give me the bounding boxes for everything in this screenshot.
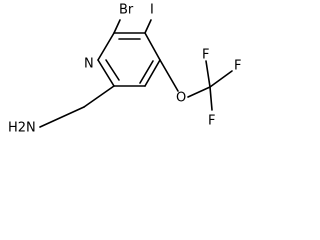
bond-c4-c5 — [144, 59, 161, 87]
atom-label-fluorine-top: F — [202, 48, 209, 63]
atom-label-fluorine-bottom: F — [208, 114, 215, 129]
bond-cf3-f-top — [205, 60, 211, 88]
atom-label-nitrogen-ring: N — [84, 57, 94, 72]
bond-n-c2 — [97, 32, 115, 61]
atom-label-fluorine-right: F — [234, 59, 241, 74]
bond-c6-n — [97, 59, 115, 87]
bond-c3-i — [144, 19, 152, 34]
bond-ch2-n — [39, 106, 85, 128]
bond-c3-c4 — [144, 32, 161, 61]
atom-label-bromine: Br — [119, 3, 134, 18]
bond-c2-br — [113, 19, 121, 34]
bond-c4-c5-inner — [139, 60, 154, 84]
bond-c6-ch2 — [83, 85, 115, 108]
bond-c6-n-inner — [105, 59, 120, 81]
chemical-structure-diagram: N Br I O F F F H2N — [8, 3, 241, 136]
atom-label-iodine: I — [150, 3, 154, 18]
bond-cf3-f-bottom — [209, 86, 213, 111]
bond-c4-o — [159, 59, 179, 92]
bond-o-cf3 — [187, 86, 211, 98]
atom-label-oxygen: O — [176, 91, 186, 106]
atom-label-amine: H2N — [8, 121, 36, 136]
bond-cf3-f-right — [209, 70, 233, 88]
